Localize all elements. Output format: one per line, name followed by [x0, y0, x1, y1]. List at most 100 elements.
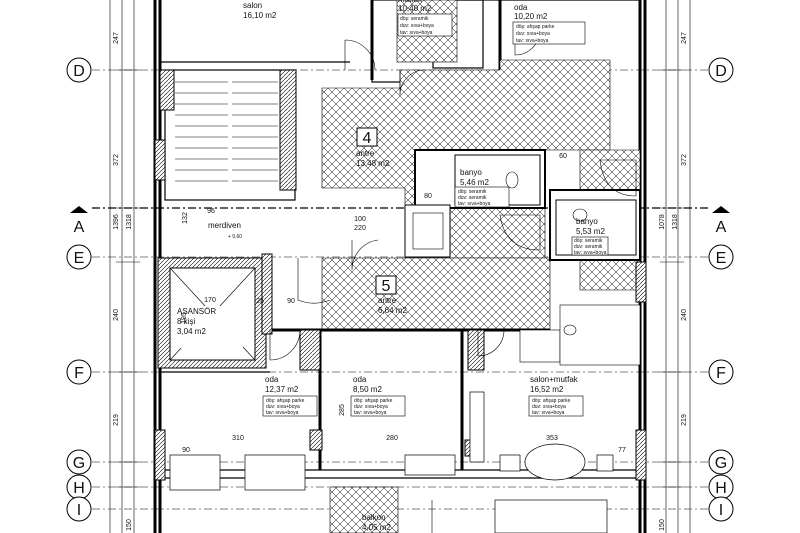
furniture: [169, 391, 614, 533]
grid-label-f-right: F: [716, 365, 726, 382]
grid-label-e-right: E: [716, 250, 727, 267]
room-salon-mutfak-name: salon+mutfak: [530, 375, 579, 384]
room-number-4: 4: [363, 130, 372, 147]
dim-right-1078: 1078: [659, 214, 666, 230]
dim-353: 353: [546, 435, 558, 442]
room-banyo2-finish-3: tav: sıva+boya: [574, 250, 607, 256]
dim-left-240: 240: [113, 309, 120, 321]
room-oda-top-finish-2: duv: sıva+boya: [516, 31, 550, 37]
grid-label-g-right: G: [715, 455, 727, 472]
dim-left-1396: 1396: [113, 214, 120, 230]
dimension-labels: 247 372 1396 1318 240 219 150 247 372 10…: [113, 32, 688, 531]
room-balkon-area: 4,05 m2: [362, 523, 391, 532]
dim-left-219: 219: [113, 414, 120, 426]
dim-right-240: 240: [681, 309, 688, 321]
room-banyo2-finish-1: döş: seramik: [574, 238, 603, 244]
grid-label-d-right: D: [715, 63, 727, 80]
room-asansor-capacity: 8 kişi: [177, 317, 195, 326]
dim-left-150: 150: [126, 519, 133, 531]
room-mutfak-top-name: mutfak: [398, 0, 423, 4]
dim-90b: 90: [287, 298, 295, 305]
dim-60: 60: [559, 153, 567, 160]
room-banyo1-finish-3: tav: sıva+boya: [458, 201, 491, 207]
dim-right-247: 247: [681, 32, 688, 44]
room-number-5: 5: [382, 278, 391, 295]
dim-90a: 90: [182, 447, 190, 454]
room-banyo1-area: 5,46 m2: [460, 178, 489, 187]
room-oda1-area: 12,37 m2: [265, 385, 299, 394]
dim-right-372: 372: [681, 154, 688, 166]
dim-right-219: 219: [681, 414, 688, 426]
room-banyo1-finish-2: duv: seramik: [458, 195, 487, 201]
room-oda2-finish-2: duv: sıva+boya: [354, 404, 388, 410]
section-label-a-right: A: [716, 219, 727, 236]
dim-310: 310: [232, 435, 244, 442]
finish-boxes: [262, 13, 609, 417]
room-mutfak-top-finish-1: döş: seramik: [400, 16, 429, 22]
room-salon-top-area: 16,10 m2: [243, 11, 277, 20]
room-oda2-name: oda: [353, 375, 367, 384]
grid-circles: [66, 57, 734, 522]
room-banyo2-name: banyo: [576, 217, 598, 226]
stair: [159, 69, 297, 201]
room-merdiven-name: merdiven: [208, 221, 241, 230]
room-mutfak-top-finish-2: duv: sıva+boya: [400, 23, 434, 29]
grid-label-d-left: D: [73, 63, 85, 80]
grid-label-e-left: E: [74, 250, 85, 267]
room-antre4-area: 13,48 m2: [356, 159, 390, 168]
grid-label-i-right: I: [719, 502, 723, 519]
room-asansor-area: 3,04 m2: [177, 327, 206, 336]
doors: [269, 29, 541, 533]
room-banyo2-area: 5,53 m2: [576, 227, 605, 236]
room-asansor-name: ASANSÖR: [177, 307, 216, 316]
room-banyo1-finish-1: döş: seramik: [458, 189, 487, 195]
dim-132: 132: [182, 212, 189, 224]
room-oda2-area: 8,50 m2: [353, 385, 382, 394]
dim-285: 285: [339, 404, 346, 416]
dim-80: 80: [424, 193, 432, 200]
room-banyo1-name: banyo: [460, 168, 482, 177]
dim-170: 170: [204, 297, 216, 304]
dim-77: 77: [618, 447, 626, 454]
dim-left-372: 372: [113, 154, 120, 166]
dim-100: 100: [354, 216, 366, 223]
dim-left-247: 247: [113, 32, 120, 44]
section-label-a-left: A: [74, 219, 85, 236]
room-salon-mutfak-finish-2: duv: sıva+boya: [532, 404, 566, 410]
room-oda-top-name: oda: [514, 3, 528, 12]
grid-label-g-left: G: [73, 455, 85, 472]
room-number-4-box: [356, 127, 378, 147]
elevator: [157, 257, 267, 369]
room-number-5-box: [375, 275, 397, 295]
room-oda-top-finish-3: tav: sıva+boya: [516, 38, 549, 44]
room-antre5-name: antre: [378, 296, 397, 305]
room-salon-top-name: salon: [243, 1, 262, 10]
room-merdiven-level: + 9,60: [228, 234, 242, 240]
dim-96: 96: [207, 208, 215, 215]
room-oda1-finish-1: döş: ahşap parke: [266, 398, 305, 404]
room-salon-mutfak-finish-1: döş: ahşap parke: [532, 398, 571, 404]
dim-left-1318: 1318: [126, 214, 133, 230]
room-oda-top-finish-1: döş: ahşap parke: [516, 24, 555, 30]
room-oda1-finish-3: tav: sıva+boya: [266, 410, 299, 416]
room-salon-mutfak-finish-3: tav: sıva+boya: [532, 410, 565, 416]
grid-label-f-left: F: [74, 365, 84, 382]
room-antre5-area: 6,64 m2: [378, 306, 407, 315]
room-antre4-name: antre: [356, 149, 375, 158]
dim-right-1318: 1318: [672, 214, 679, 230]
room-oda2-finish-1: döş: ahşap parke: [354, 398, 393, 404]
room-salon-mutfak-area: 16,52 m2: [530, 385, 564, 394]
dim-195: 195: [181, 312, 188, 324]
room-mutfak-top-area: 10,40 m2: [398, 4, 432, 13]
room-oda1-finish-2: duv: sıva+boya: [266, 404, 300, 410]
dim-220: 220: [354, 225, 366, 232]
room-oda-top-area: 10,20 m2: [514, 12, 548, 21]
room-oda2-finish-3: tav: sıva+boya: [354, 410, 387, 416]
grid-label-h-left: H: [73, 480, 85, 497]
grid-label-h-right: H: [715, 480, 727, 497]
dim-25: 25: [256, 298, 264, 305]
grid-label-i-left: I: [77, 502, 81, 519]
dim-right-150: 150: [659, 519, 666, 531]
room-oda1-name: oda: [265, 375, 279, 384]
